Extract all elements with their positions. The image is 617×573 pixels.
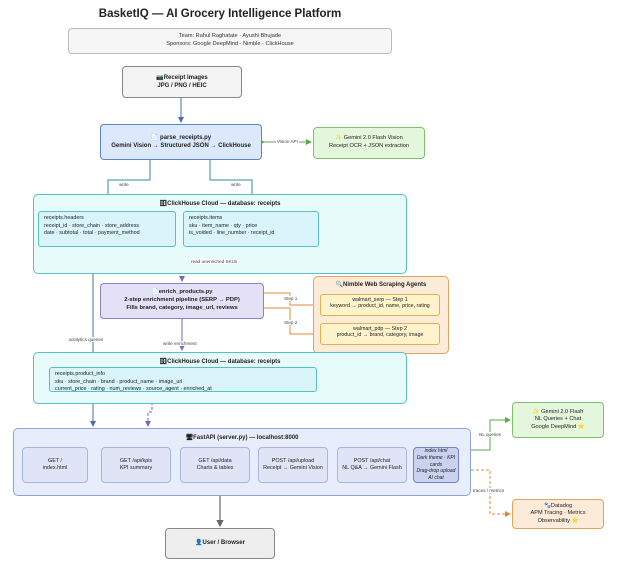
- step1-title: walmart_serp — Step 1: [352, 297, 408, 303]
- endpoint-desc: NL Q&A → Gemini Flash: [342, 465, 402, 471]
- gemini-vision-node[interactable]: ✨ Gemini 2.0 Flash Vision Receipt OCR + …: [313, 127, 425, 159]
- edge-label-write: write: [230, 182, 242, 187]
- datadog-node[interactable]: 🐾Datadog APM Tracing · Metrics Observabi…: [512, 499, 604, 529]
- enrich-sub1: 2-step enrichment pipeline (SERP → PDP): [124, 297, 240, 304]
- datadog-line: APM Tracing · Metrics: [530, 510, 586, 517]
- index-line: Drag-drop upload: [416, 468, 456, 475]
- user-title: 👤User / Browser: [195, 540, 245, 547]
- edge-label-step1: Step 1: [283, 296, 299, 301]
- endpoint-get-root[interactable]: GET / index.html: [22, 447, 88, 483]
- index-line: index.html: [424, 448, 448, 455]
- endpoint-post-chat[interactable]: POST /api/chat NL Q&A → Gemini Flash: [337, 447, 407, 483]
- items-cols-2: is_voided · line_number · receipt_id: [189, 230, 275, 237]
- clickhouse-2-title: 🗄ClickHouse Cloud — database: receipts: [159, 359, 281, 365]
- receipts-headers-table[interactable]: receipts.headers receipt_id · store_chai…: [38, 211, 176, 247]
- datadog-line: 🐾Datadog: [543, 502, 573, 509]
- items-cols-1: sku · item_name · qty · price: [189, 222, 258, 229]
- datadog-line: Observability ⭐: [537, 517, 579, 524]
- team-line: Team: Rahul Raghatate · Ayushi Bhujade: [178, 33, 282, 40]
- endpoint-get-data[interactable]: GET /api/data Charts & tables: [180, 447, 250, 483]
- endpoint-desc: Receipt → Gemini Vision: [263, 465, 323, 471]
- gemini-vision-line1: ✨ Gemini 2.0 Flash Vision: [335, 135, 403, 142]
- walmart-pdp-node[interactable]: walmart_pdp — Step 2 product_id → brand,…: [320, 323, 440, 345]
- edge-label-write-enrichment: write enrichment: [162, 341, 198, 346]
- gemini-flash-line: ✨ Gemini 2.0 Flash: [532, 408, 584, 415]
- parse-receipts-node[interactable]: 📄 parse_receipts.py Gemini Vision → Stru…: [100, 124, 262, 160]
- edge-label-nl-queries: NL queries: [478, 432, 503, 437]
- edge-label-read-unenriched: read unenriched SKUs: [190, 259, 239, 264]
- index-line: cards: [429, 461, 443, 468]
- receipts-items-table[interactable]: receipts.items sku · item_name · qty · p…: [183, 211, 319, 247]
- endpoint-route: GET /: [48, 457, 62, 464]
- index-line: Dark theme · KPI: [416, 454, 456, 461]
- user-browser-node[interactable]: 👤User / Browser: [165, 528, 275, 559]
- receipt-images-sub: JPG / PNG / HEIC: [157, 83, 207, 89]
- index-line: AI chat: [428, 475, 444, 482]
- endpoint-desc: KPI summary: [119, 465, 153, 471]
- items-name: receipts.items: [189, 215, 223, 221]
- step2-desc: product_id → brand, category, image: [336, 332, 424, 338]
- parse-title: 📄 parse_receipts.py: [150, 134, 212, 141]
- gemini-flash-node[interactable]: ✨ Gemini 2.0 Flash NL Queries + Chat Goo…: [512, 402, 604, 438]
- receipt-images-node[interactable]: 📷Receipt Images JPG / PNG / HEIC: [122, 66, 242, 98]
- product-info-cols-2: current_price · rating · num_reviews · s…: [55, 386, 212, 393]
- receipt-images-title: 📷Receipt Images: [156, 74, 208, 81]
- index-html-frontend[interactable]: index.html Dark theme · KPI cards Drag-d…: [413, 447, 459, 483]
- enrich-title: 📄enrich_products.py: [151, 289, 213, 296]
- endpoint-route: GET /api/data: [198, 457, 232, 464]
- product-info-table[interactable]: receipts.product_info sku · store_chain …: [49, 367, 317, 392]
- step2-title: walmart_pdp — Step 2: [353, 326, 407, 332]
- fastapi-title: 🖥FastAPI (server.py) — localhost:8000: [185, 435, 299, 441]
- headers-cols-2: date · subtotal · total · payment_method: [44, 230, 140, 237]
- headers-name: receipts.headers: [44, 215, 84, 221]
- endpoint-post-upload[interactable]: POST /api/upload Receipt → Gemini Vision: [258, 447, 328, 483]
- edge-label-traces: traces / metrics: [472, 488, 506, 493]
- step1-desc: keyword → product_id, name, price, ratin…: [330, 303, 430, 309]
- team-box: Team: Rahul Raghatate · Ayushi Bhujade S…: [68, 28, 392, 54]
- gemini-flash-line: NL Queries + Chat: [534, 416, 582, 423]
- endpoint-desc: Charts & tables: [196, 465, 234, 471]
- nimble-title: 🔍Nimble Web Scraping Agents: [335, 282, 427, 288]
- edge-label-write: write: [118, 182, 130, 187]
- parse-sub: Gemini Vision → Structured JSON → ClickH…: [111, 143, 251, 149]
- enrich-sub2: Fills brand, category, image_url, review…: [126, 304, 238, 311]
- product-info-name: receipts.product_info: [55, 371, 106, 377]
- product-info-cols-1: sku · store_chain · brand · product_name…: [55, 378, 183, 385]
- page-title: BasketIQ — AI Grocery Intelligence Platf…: [98, 8, 342, 20]
- enrich-products-node[interactable]: 📄enrich_products.py 2-step enrichment pi…: [100, 283, 264, 319]
- walmart-serp-node[interactable]: walmart_serp — Step 1 keyword → product_…: [320, 294, 440, 316]
- endpoint-route: GET /api/kpis: [119, 457, 153, 464]
- endpoint-route: POST /api/upload: [271, 457, 315, 464]
- endpoint-desc: index.html: [42, 465, 68, 471]
- endpoint-route: POST /api/chat: [353, 457, 391, 464]
- edge-label-analytics: analytics queries: [68, 337, 105, 342]
- endpoint-get-kpis[interactable]: GET /api/kpis KPI summary: [101, 447, 171, 483]
- gemini-flash-line: Google DeepMind ⭐: [531, 423, 585, 430]
- edge-label-vision-api: Vision API: [276, 139, 299, 144]
- headers-cols-1: receipt_id · store_chain · store_address: [44, 222, 139, 229]
- sponsors-line: Sponsors: Google DeepMind · Nimble · Cli…: [166, 41, 294, 47]
- clickhouse-1-title: 🗄ClickHouse Cloud — database: receipts: [159, 201, 281, 207]
- edge-label-step2: Step 2: [283, 320, 299, 325]
- gemini-vision-line2: Receipt OCR + JSON extraction: [328, 143, 410, 149]
